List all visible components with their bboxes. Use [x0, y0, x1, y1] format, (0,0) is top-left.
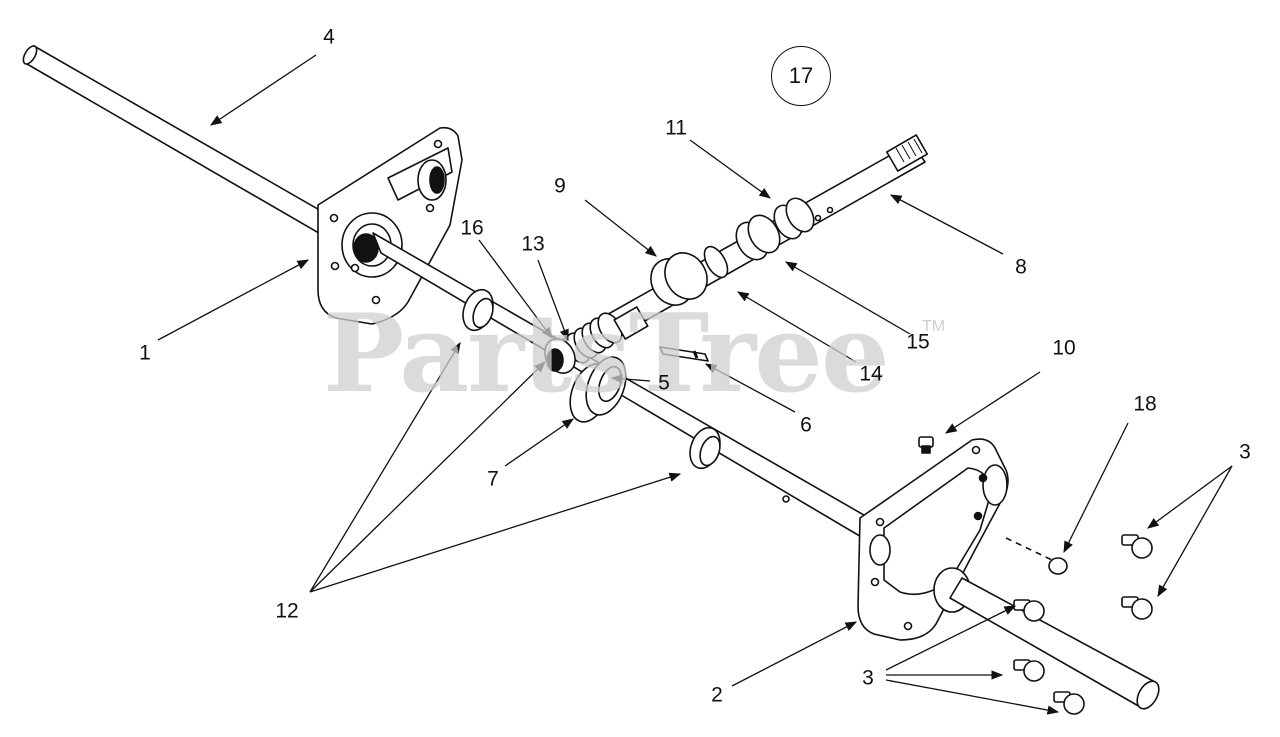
callout-3-upper: 3: [1239, 440, 1251, 464]
callout-16: 16: [460, 216, 484, 240]
plug-18: [1005, 537, 1068, 575]
shaft-bearing-16: [544, 338, 576, 374]
arrow-8: [889, 194, 1004, 255]
arrow-3a-1: [1147, 465, 1233, 529]
arrow-18: [1063, 422, 1129, 554]
arrow-16: [478, 239, 553, 339]
watermark-trademark: TM: [922, 318, 946, 335]
callout-1: 1: [139, 341, 151, 365]
axle-shaft-right: [949, 577, 1160, 710]
axle-washers: [462, 288, 721, 470]
bolt-upper-2: [1121, 596, 1153, 620]
arrow-15: [784, 261, 911, 335]
thrust-collar-9: [650, 252, 708, 306]
bolt-lower-2: [1013, 659, 1045, 682]
arrow-13: [537, 259, 569, 342]
washer-14: [703, 245, 729, 279]
arrow-9: [584, 199, 657, 257]
arrow-14: [736, 291, 857, 363]
arrow-12-3: [309, 472, 682, 593]
arrow-4: [210, 54, 317, 126]
group-badge: 17: [771, 46, 831, 106]
arrow-3b-3: [885, 679, 1060, 715]
callout-2: 2: [711, 683, 723, 707]
callout-5: 5: [658, 371, 670, 395]
arrow-10: [945, 371, 1041, 434]
bolt-upper-1: [1121, 534, 1153, 559]
callout-18: 18: [1133, 392, 1157, 416]
callout-6: 6: [800, 413, 812, 437]
fill-plug: [918, 436, 934, 454]
callout-10: 10: [1052, 336, 1076, 360]
left-housing-plate: [317, 126, 463, 325]
callout-4: 4: [323, 25, 335, 49]
callout-7: 7: [487, 467, 499, 491]
watermark: PartsTree: [323, 291, 890, 417]
arrow-1: [157, 259, 310, 341]
worm-gear-wheel: [569, 356, 627, 423]
arrow-12-2: [309, 361, 546, 593]
callout-14: 14: [859, 362, 883, 386]
callout-11: 11: [665, 116, 687, 140]
housing-bolts: [1013, 534, 1153, 715]
bolt-lower-3: [1053, 691, 1085, 715]
arrow-11: [689, 139, 771, 199]
callout-13: 13: [521, 232, 545, 256]
arrow-6: [704, 363, 796, 413]
bolt-lower-1: [1013, 599, 1045, 622]
bearing-15: [735, 214, 781, 261]
arrow-7: [504, 418, 574, 467]
arrow-12-1: [309, 341, 461, 593]
right-gear-housing: [857, 438, 1009, 641]
callout-8: 8: [1015, 255, 1027, 279]
callout-12: 12: [275, 599, 299, 623]
arrow-5: [610, 374, 651, 384]
callout-15: 15: [906, 330, 930, 354]
roll-pin: [659, 346, 709, 362]
bearing-11: [773, 197, 815, 240]
leader-arrows: [157, 54, 1233, 715]
arrow-3a-2: [1157, 465, 1233, 598]
arrow-3b-1: [885, 605, 1017, 671]
callout-9: 9: [554, 174, 566, 198]
callout-3-lower: 3: [862, 666, 874, 690]
arrow-2: [731, 621, 858, 687]
